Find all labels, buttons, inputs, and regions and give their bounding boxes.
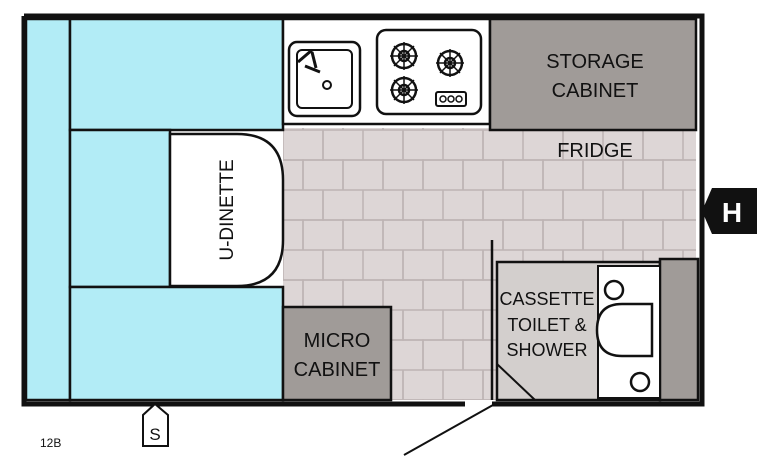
side-marker: S: [142, 402, 169, 447]
exterior-walls: [21, 13, 705, 407]
side-marker-text: S: [149, 425, 160, 444]
bath-label-line3: SHOWER: [507, 340, 588, 360]
dinette-table: [168, 132, 285, 288]
micro-cabinet: [281, 305, 393, 402]
toilet-icon: [595, 279, 654, 393]
stove-icon: [375, 28, 483, 116]
dinette-label: U-DINETTE: [217, 159, 238, 260]
bath-door-swing: [496, 363, 536, 401]
storage-cabinet-label-line2: CABINET: [552, 80, 639, 102]
model-code: 12B: [40, 436, 61, 450]
fridge-label: FRIDGE: [557, 140, 633, 162]
bath-label-line1: CASSETTE: [499, 289, 594, 309]
storage-cabinet-label-line1: STORAGE: [546, 51, 643, 73]
sink-icon: [287, 40, 362, 118]
micro-cabinet-label-line1: MICRO: [304, 330, 371, 352]
storage-cabinet: [488, 17, 698, 132]
u-dinette-seating: [24, 17, 285, 402]
hitch-marker-text: H: [722, 197, 742, 228]
micro-cabinet-label-line2: CABINET: [294, 359, 381, 381]
entry-door-swing: [403, 404, 494, 456]
bath-label-line2: TOILET &: [507, 315, 586, 335]
hitch-marker: H: [702, 188, 757, 234]
